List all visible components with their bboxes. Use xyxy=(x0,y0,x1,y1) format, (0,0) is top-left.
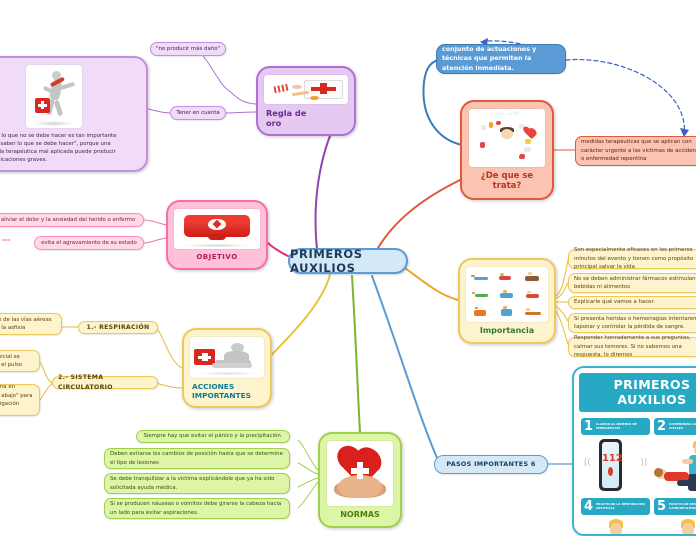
step-4-chip: 4 PRACTICAR LA RESPIRACIÓN ARTIFICIAL xyxy=(581,498,650,515)
step-1-art: (( )) 112 xyxy=(581,438,650,494)
step-4-label: PRACTICAR LA RESPIRACIÓN ARTIFICIAL xyxy=(596,501,645,510)
leaf-respiracion-item-1[interactable]: obstrucción de las vías aéreas para evit… xyxy=(0,313,62,335)
leaf-pasos-importantes-6[interactable]: PASOS IMPORTANTES 6 xyxy=(434,455,548,474)
leaf-label: obstrucción de las vías aéreas para evit… xyxy=(0,316,52,331)
leaf-label: evita el agravamiento de su estado xyxy=(41,239,137,246)
step-1-number: 1 xyxy=(584,419,594,434)
step-4-art xyxy=(581,518,650,534)
regla-de-oro-caption: Regla de oro xyxy=(266,108,346,129)
step-5-chip: 5 PRACTICAR REANIMACIÓN CARDIOPULMONAR xyxy=(654,498,696,515)
step-2-chip: 2 COMPROBAR LOS SIGNOS VITALES xyxy=(654,418,696,435)
signal-wave-left-icon: (( xyxy=(583,458,591,469)
leaf-label: No se deben administrar fármacos estimul… xyxy=(574,275,696,290)
regla-de-oro-image xyxy=(264,75,348,104)
importancia-caption: Importancia xyxy=(479,326,535,335)
image-overlay-title: ¿QUÉ SON? xyxy=(493,111,521,117)
infographic-steps-grid: 1 LLAMAR AL NÚMERO DE EMERGENCIAS (( )) … xyxy=(574,412,696,534)
importancia-image xyxy=(466,267,548,322)
leaf-importancia-5[interactable]: Responder honradamente a sus preguntas, … xyxy=(568,335,696,359)
acciones-caption-line1: ACCIONES xyxy=(192,381,235,391)
leaf-normas-3[interactable]: Se debe tranquilizar a la víctima explic… xyxy=(104,473,290,494)
leaf-label: "no producir más daño" xyxy=(156,45,220,52)
signal-wave-right-icon: )) xyxy=(640,458,648,469)
leaf-label: Son especialmente eficaces en los primer… xyxy=(574,247,694,271)
regla-de-oro-caption-line1: Regla de xyxy=(266,107,307,118)
leaf-label: PASOS IMPORTANTES 6 xyxy=(446,459,536,468)
mindmap-canvas: PRIMEROS AUXILIOS Regla de oro "no produ… xyxy=(0,0,696,520)
branch-node-importancia[interactable]: Importancia xyxy=(458,258,556,344)
leaf-evita-agravamiento[interactable]: evita el agravamiento de su estado xyxy=(34,236,144,250)
central-node-label: PRIMEROS AUXILIOS xyxy=(290,247,363,275)
infographic-step-5[interactable]: 5 PRACTICAR REANIMACIÓN CARDIOPULMONAR xyxy=(654,498,696,534)
leaf-normas-4[interactable]: Si se producen náuseas o vómitos debe gi… xyxy=(104,498,290,519)
branch-node-acciones-importantes[interactable]: ACCIONES IMPORTANTES xyxy=(182,328,272,408)
central-node-primeros-auxilios[interactable]: PRIMEROS AUXILIOS xyxy=(288,247,408,275)
leaf-2-sistema-circulatorio[interactable]: 2.- SISTEMA CIRCULATORIO xyxy=(52,373,158,391)
regla-de-oro-caption-line2: oro xyxy=(266,117,282,128)
step-2-art xyxy=(654,438,696,494)
leaf-normas-1[interactable]: Siempre hay que evitar el pánico y la pr… xyxy=(136,430,290,443)
leaf-label: 1.- RESPIRACIÓN xyxy=(86,323,150,331)
leaf-label: Si se producen náuseas o vómitos debe gi… xyxy=(110,501,282,516)
infographic-primeros-auxilios[interactable]: PRIMEROS AUXILIOS 1 LLAMAR AL NÚMERO DE … xyxy=(572,366,696,536)
branch-node-objetivo[interactable]: OBJETIVO xyxy=(166,200,268,270)
leaf-label: conjunto de actuaciones y técnicas que p… xyxy=(442,44,537,72)
branch-node-regla-de-oro-detail[interactable]: Saber lo que no se debe hacer es tan imp… xyxy=(0,56,148,172)
infographic-step-4[interactable]: 4 PRACTICAR LA RESPIRACIÓN ARTIFICIAL xyxy=(581,498,650,534)
emergency-number: 112 xyxy=(601,453,623,465)
runner-first-aid-image xyxy=(26,65,82,128)
leaf-label: Responder honradamente a sus preguntas, … xyxy=(574,335,691,359)
branch-node-regla-de-oro[interactable]: Regla de oro xyxy=(256,66,356,136)
step-5-number: 5 xyxy=(657,499,667,514)
step-2-label: COMPROBAR LOS SIGNOS VITALES xyxy=(669,421,696,430)
infographic-title: PRIMEROS AUXILIOS xyxy=(579,373,696,412)
step-5-art xyxy=(654,518,696,534)
leaf-circulatorio-item-1[interactable]: la valoración inicial se debe controlar … xyxy=(0,350,40,372)
leaf-importancia-3[interactable]: Explicarle qué vamos a hacer. xyxy=(568,296,696,309)
leaf-medidas-terapeuticas[interactable]: medidas terapéuticas que se aplican con … xyxy=(575,136,696,166)
leaf-label: 2.- SISTEMA CIRCULATORIO xyxy=(58,373,113,391)
leaf-label: Siempre hay que evitar el pánico y la pr… xyxy=(143,433,283,440)
leaf-label: Explicarle qué vamos a hacer. xyxy=(574,299,655,306)
infographic-step-2[interactable]: 2 COMPROBAR LOS SIGNOS VITALES xyxy=(654,418,696,494)
step-1-chip: 1 LLAMAR AL NÚMERO DE EMERGENCIAS xyxy=(581,418,650,435)
leaf-1-respiracion[interactable]: 1.- RESPIRACIÓN xyxy=(78,321,158,334)
infographic-step-1[interactable]: 1 LLAMAR AL NÚMERO DE EMERGENCIAS (( )) … xyxy=(581,418,650,494)
leaf-conjunto-de-actuaciones[interactable]: conjunto de actuaciones y técnicas que p… xyxy=(436,44,566,74)
regla-de-oro-detail-text: Saber lo que no se debe hacer es tan imp… xyxy=(0,132,117,163)
leaf-label: Deben evitarse los cambios de posición h… xyxy=(110,451,283,466)
normas-caption: NORMAS xyxy=(340,510,380,519)
de-que-se-trata-caption: ¿De que se trata? xyxy=(480,170,534,192)
step-1-label: LLAMAR AL NÚMERO DE EMERGENCIAS xyxy=(596,421,637,430)
acciones-caption-line2: IMPORTANTES xyxy=(192,390,251,400)
leaf-label: colocar a la víctima en posición "cabeza… xyxy=(0,384,33,407)
leaf-label: Se debe tranquilizar a la víctima explic… xyxy=(110,476,275,491)
leaf-label: Si presenta heridas o hemorragias intent… xyxy=(574,315,696,330)
leaf-label: aliviar el dolor y la ansiedad del herid… xyxy=(0,216,136,223)
leaf-aliviar-dolor-ansiedad[interactable]: aliviar el dolor y la ansiedad del herid… xyxy=(0,213,144,227)
leaf-importancia-1[interactable]: Son especialmente eficaces en los primer… xyxy=(568,247,696,271)
leaf-importancia-4[interactable]: Si presenta heridas o hemorragias intent… xyxy=(568,313,696,333)
leaf-tener-en-cuenta[interactable]: Tener en cuenta xyxy=(170,106,226,120)
acciones-importantes-image xyxy=(190,337,264,378)
step-4-number: 4 xyxy=(584,499,594,514)
step-2-number: 2 xyxy=(657,419,667,434)
leaf-label: la valoración inicial se debe controlar … xyxy=(0,353,23,368)
objetivo-first-aid-kit-image xyxy=(174,209,260,250)
objetivo-caption: OBJETIVO xyxy=(196,253,238,262)
de-que-se-trata-image: ¿QUÉ SON? xyxy=(469,109,545,167)
leaf-label: Tener en cuenta xyxy=(176,109,220,116)
leaf-label: medidas terapéuticas que se aplican con … xyxy=(581,139,696,163)
leaf-importancia-2[interactable]: No se deben administrar fármacos estimul… xyxy=(568,273,696,293)
normas-heart-hands-image xyxy=(327,441,393,506)
leaf-normas-2[interactable]: Deben evitarse los cambios de posición h… xyxy=(104,448,290,469)
phone-icon: 112 xyxy=(598,439,623,491)
leaf-no-producir-mas-dano[interactable]: "no producir más daño" xyxy=(150,42,226,56)
acciones-importantes-caption: ACCIONES IMPORTANTES xyxy=(192,382,262,401)
step-5-label: PRACTICAR REANIMACIÓN CARDIOPULMONAR xyxy=(669,501,696,510)
branch-node-normas[interactable]: NORMAS xyxy=(318,432,402,528)
leaf-circulatorio-item-2[interactable]: colocar a la víctima en posición "cabeza… xyxy=(0,384,40,416)
branch-node-de-que-se-trata[interactable]: ¿QUÉ SON? ¿De que se trata? xyxy=(460,100,554,200)
